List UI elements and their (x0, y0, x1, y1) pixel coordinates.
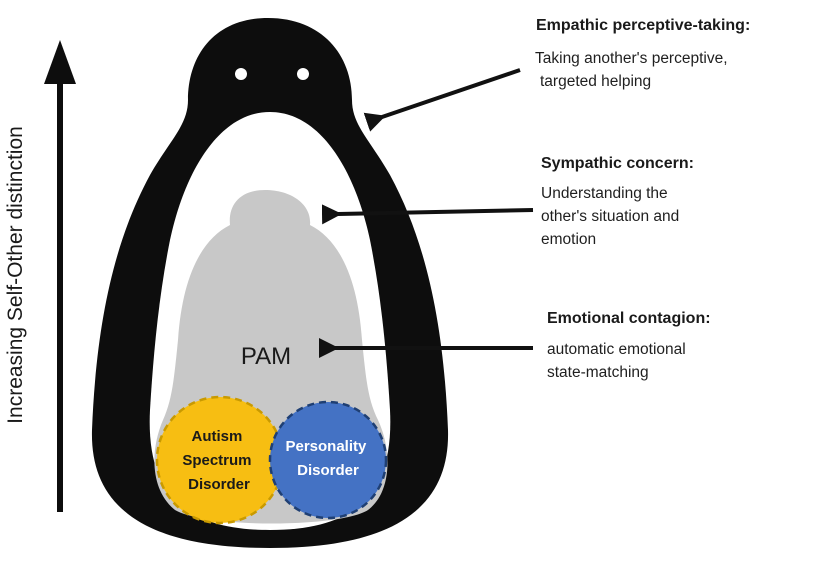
left-eye (235, 68, 247, 80)
contagion-line-1: automatic emotional (547, 341, 686, 358)
sympathy-arrow (321, 204, 534, 225)
perspective-line-2: targeted helping (540, 73, 652, 90)
pam-label: PAM (241, 343, 291, 370)
personality-circle (268, 400, 388, 520)
contagion-line-2: state-matching (547, 364, 649, 381)
sympathy-line-2: other's situation and (541, 208, 680, 225)
contagion-title: Emotional contagion: (547, 310, 711, 327)
axis-label: Increasing Self-Other distinction (4, 126, 27, 424)
perspective-title: Empathic perceptive-taking: (536, 17, 751, 34)
perspective-arrow (363, 68, 521, 132)
vertical-arrow-head (44, 40, 76, 84)
perspective-line-1: Taking another's perceptive, (535, 50, 728, 67)
autism-label: Autism Spectrum Disorder (182, 428, 255, 493)
personality-label: Personality Disorder (285, 438, 370, 479)
sympathy-line-3: emotion (541, 231, 597, 248)
sympathy-line-1: Understanding the (541, 185, 668, 202)
right-eye (297, 68, 309, 80)
sympathy-title: Sympathic concern: (541, 155, 694, 172)
